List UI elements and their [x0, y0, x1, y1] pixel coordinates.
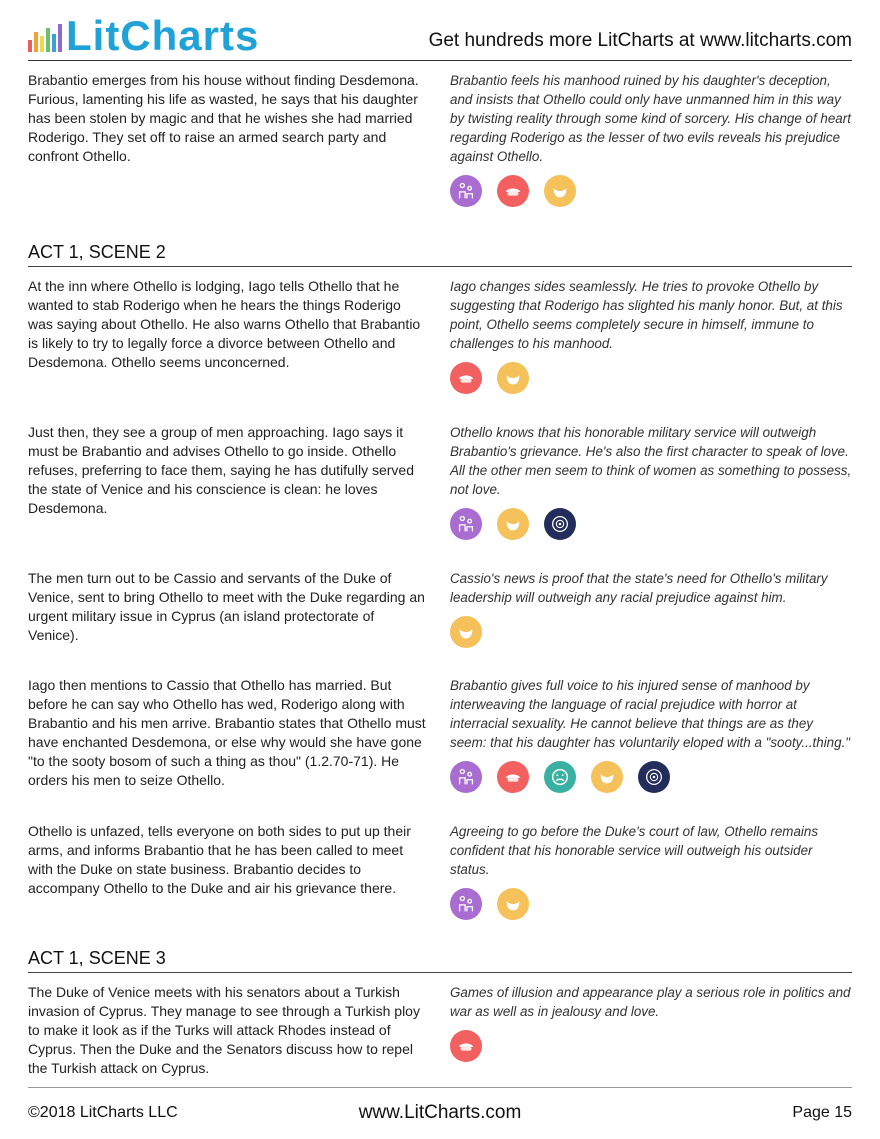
manhood-icon[interactable]: [450, 761, 482, 793]
analysis-column: Agreeing to go before the Duke's court o…: [450, 822, 852, 946]
appearance-icon[interactable]: [497, 761, 529, 793]
outsider-icon[interactable]: [497, 362, 529, 394]
section-title: ACT 1, SCENE 2: [28, 240, 852, 267]
love-icon[interactable]: [638, 761, 670, 793]
theme-icons: [450, 761, 852, 793]
manhood-icon[interactable]: [450, 175, 482, 207]
analysis-text: Agreeing to go before the Duke's court o…: [450, 824, 819, 877]
analysis-column: Othello knows that his honorable militar…: [450, 423, 852, 569]
manhood-icon[interactable]: [450, 508, 482, 540]
summary-text: At the inn where Othello is lodging, Iag…: [28, 278, 421, 370]
summary-row: Iago then mentions to Cassio that Othell…: [28, 676, 852, 822]
outsider-icon[interactable]: [497, 888, 529, 920]
header-tagline[interactable]: Get hundreds more LitCharts at www.litch…: [428, 30, 852, 51]
analysis-text: Cassio's news is proof that the state's …: [450, 571, 828, 605]
summary-row: Othello is unfazed, tells everyone on bo…: [28, 822, 852, 946]
appearance-icon[interactable]: [450, 362, 482, 394]
scene-section: ACT 1, SCENE 3 The Duke of Venice meets …: [28, 946, 852, 1078]
summary-text: The Duke of Venice meets with his senato…: [28, 984, 420, 1076]
logo-text: LitCharts: [66, 12, 260, 59]
page-header: LitCharts Get hundreds more LitCharts at…: [28, 10, 852, 62]
summary-text: The men turn out to be Cassio and servan…: [28, 570, 425, 643]
analysis-text: Othello knows that his honorable militar…: [450, 425, 852, 497]
summary-text: Iago then mentions to Cassio that Othell…: [28, 677, 426, 788]
summary-row: Brabantio emerges from his house without…: [28, 71, 852, 240]
header-divider: [28, 60, 852, 61]
theme-icons: [450, 508, 852, 540]
scene-section: ACT 1, SCENE 2 At the inn where Othello …: [28, 240, 852, 946]
logo-bars-icon: [28, 24, 62, 52]
analysis-text: Games of illusion and appearance play a …: [450, 985, 851, 1019]
footer-copyright: ©2018 LitCharts LLC: [28, 1104, 178, 1121]
summary-row: The men turn out to be Cassio and servan…: [28, 569, 852, 676]
analysis-column: Games of illusion and appearance play a …: [450, 983, 852, 1078]
analysis-column: Cassio's news is proof that the state's …: [450, 569, 852, 676]
theme-icons: [450, 888, 852, 920]
outsider-icon[interactable]: [591, 761, 623, 793]
summary-text: Othello is unfazed, tells everyone on bo…: [28, 823, 411, 896]
page-content: Brabantio emerges from his house without…: [28, 71, 852, 1078]
analysis-text: Brabantio gives full voice to his injure…: [450, 678, 851, 750]
theme-icons: [450, 616, 852, 648]
outsider-icon[interactable]: [544, 175, 576, 207]
analysis-column: Brabantio feels his manhood ruined by hi…: [450, 71, 852, 240]
theme-icons: [450, 175, 852, 207]
summary-row: Just then, they see a group of men appro…: [28, 423, 852, 569]
summary-text: Brabantio emerges from his house without…: [28, 72, 419, 164]
appearance-icon[interactable]: [450, 1030, 482, 1062]
footer-page-number: Page 15: [792, 1104, 852, 1121]
analysis-text: Brabantio feels his manhood ruined by hi…: [450, 73, 851, 164]
litcharts-logo[interactable]: LitCharts: [28, 12, 259, 60]
footer-divider: [28, 1087, 852, 1088]
analysis-column: Iago changes sides seamlessly. He tries …: [450, 277, 852, 423]
appearance-icon[interactable]: [497, 175, 529, 207]
summary-row: The Duke of Venice meets with his senato…: [28, 983, 852, 1078]
analysis-column: Brabantio gives full voice to his injure…: [450, 676, 852, 822]
outsider-icon[interactable]: [450, 616, 482, 648]
section-title: ACT 1, SCENE 3: [28, 946, 852, 973]
analysis-text: Iago changes sides seamlessly. He tries …: [450, 279, 843, 351]
manhood-icon[interactable]: [450, 888, 482, 920]
theme-icons: [450, 362, 852, 394]
outsider-icon[interactable]: [497, 508, 529, 540]
summary-text: Just then, they see a group of men appro…: [28, 424, 414, 516]
footer-site-link[interactable]: www.LitCharts.com: [358, 1102, 522, 1123]
love-icon[interactable]: [544, 508, 576, 540]
theme-icons: [450, 1030, 852, 1062]
summary-row: At the inn where Othello is lodging, Iag…: [28, 277, 852, 423]
jealousy-icon[interactable]: [544, 761, 576, 793]
